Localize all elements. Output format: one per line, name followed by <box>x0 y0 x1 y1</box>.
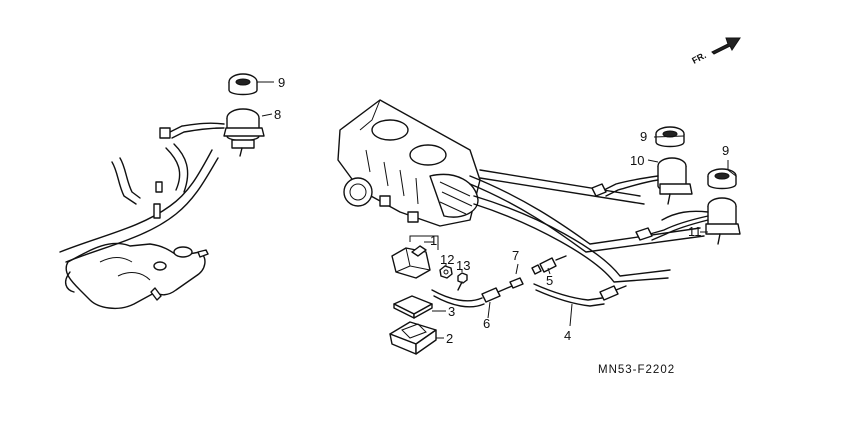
joint-7 <box>509 277 524 289</box>
callout-5: 5 <box>546 273 553 288</box>
callout-10: 10 <box>630 153 644 168</box>
callout-13: 13 <box>456 258 470 273</box>
holder-2 <box>389 321 437 355</box>
engine-block <box>337 99 481 227</box>
solenoid-cap-9-left <box>228 73 258 96</box>
callouts: 9 8 9 10 9 11 1 12 13 3 2 6 7 5 4 <box>274 75 729 346</box>
front-direction-indicator: FR. <box>690 37 741 66</box>
solenoid-cap-9-right <box>707 168 737 190</box>
callout-9-left: 9 <box>278 75 285 90</box>
callout-9-top: 9 <box>640 129 647 144</box>
nut-12 <box>439 265 453 279</box>
callout-6: 6 <box>483 316 490 331</box>
hose-4 <box>533 283 627 307</box>
callout-3: 3 <box>448 304 455 319</box>
direction-label: FR. <box>690 50 707 66</box>
diagram-code: MN53-F2202 <box>598 364 675 376</box>
pad-3 <box>393 295 433 319</box>
callout-8: 8 <box>274 107 281 122</box>
air-cut-solenoid-8 <box>159 108 265 157</box>
sensor-bracket-1 <box>391 235 439 279</box>
callout-1: 1 <box>430 233 437 248</box>
intake-manifold <box>64 242 209 310</box>
hose-6 <box>431 285 513 308</box>
leader-lines <box>257 81 737 339</box>
callout-9-right: 9 <box>722 143 729 158</box>
callout-4: 4 <box>564 328 571 343</box>
callout-12: 12 <box>440 252 454 267</box>
solenoid-11 <box>635 197 741 245</box>
vacuum-hose-right <box>469 169 705 283</box>
vacuum-hose-left <box>59 143 219 263</box>
callout-2: 2 <box>446 331 453 346</box>
arrow-icon <box>711 37 741 55</box>
callout-11: 11 <box>688 224 702 239</box>
solenoid-10 <box>591 157 693 205</box>
bolt-13 <box>457 272 468 291</box>
callout-7: 7 <box>512 248 519 263</box>
connector-5 <box>531 255 567 275</box>
